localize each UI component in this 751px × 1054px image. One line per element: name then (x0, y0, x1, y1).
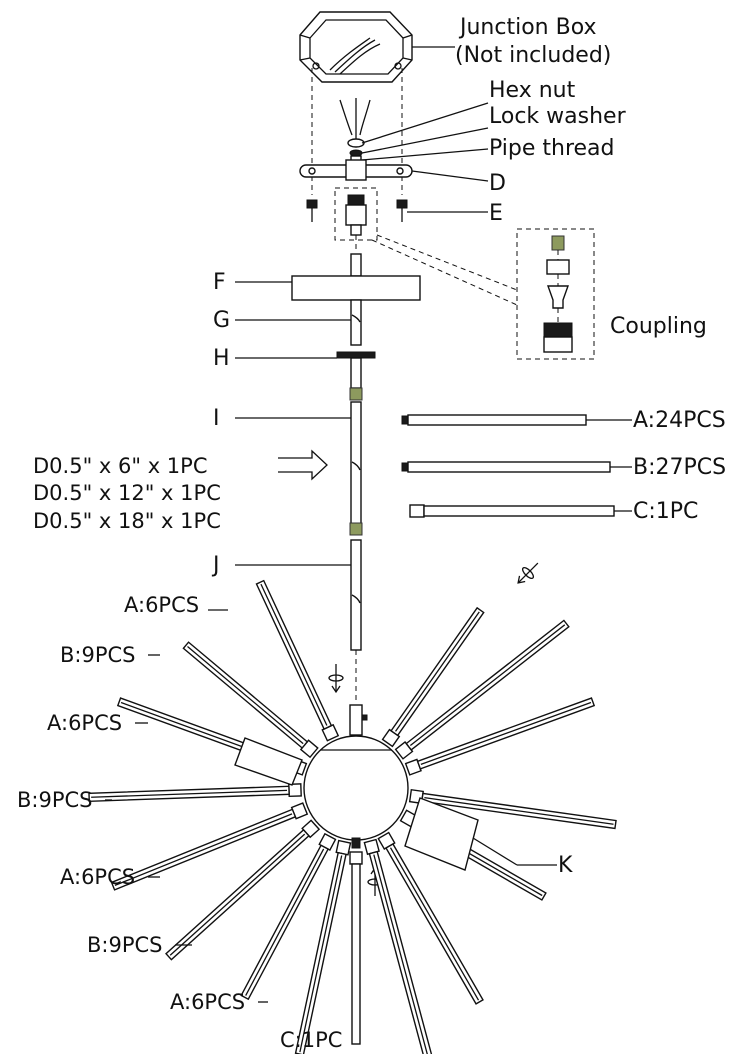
label-sphere-left-3: A:6PCS (47, 711, 122, 735)
label-rod-a: A:24PCS (633, 408, 726, 433)
coupling-detail (516, 228, 595, 360)
sphere-rod (394, 619, 570, 760)
label-sphere-left-4: B:9PCS (17, 788, 93, 812)
component-k (404, 797, 557, 871)
crossbar-d (299, 159, 489, 182)
label-hex-nut: Hex nut (489, 78, 576, 103)
component-k-left (234, 737, 303, 786)
coupling-small (334, 187, 378, 241)
label-sphere-left-2: B:9PCS (60, 643, 136, 667)
label-not-included: (Not included) (455, 43, 611, 68)
label-f: F (213, 270, 226, 295)
label-leaders (105, 609, 268, 1003)
label-junction-box: Junction Box (458, 15, 597, 40)
rod-j (235, 539, 362, 651)
label-e: E (489, 201, 503, 226)
label-i: I (213, 406, 220, 431)
label-rod-size-1: D0.5" x 6" x 1PC (33, 454, 208, 478)
sphere-rod (294, 839, 352, 1054)
rod-g (235, 299, 362, 346)
canopy-f (235, 253, 421, 301)
sphere-center (303, 704, 409, 1045)
label-j: J (211, 553, 220, 578)
label-coupling: Coupling (610, 314, 707, 339)
sphere-rod (165, 819, 321, 961)
loose-rods (401, 414, 632, 518)
rod-i (235, 387, 363, 536)
label-d: D (489, 171, 506, 196)
label-sphere-left-5: A:6PCS (60, 865, 135, 889)
sphere-rod (404, 697, 596, 776)
label-pipe-thread: Pipe thread (489, 136, 615, 161)
label-sphere-left-7: A:6PCS (170, 990, 245, 1014)
sphere-rod (240, 832, 337, 1001)
wires-and-nut (339, 98, 489, 165)
sphere-rod (182, 641, 319, 759)
sphere-rod (88, 783, 302, 803)
sphere-rod (377, 831, 484, 1005)
ring-h (235, 351, 376, 389)
label-rod-b: B:27PCS (633, 455, 726, 480)
label-sphere-bottom: C:1PC (280, 1028, 342, 1052)
label-g: G (213, 308, 230, 333)
label-sphere-left-1: A:6PCS (124, 593, 199, 617)
label-lock-washer: Lock washer (489, 104, 627, 129)
sphere-rod (255, 579, 340, 742)
sphere-rod (381, 606, 485, 748)
junction-box (299, 11, 455, 83)
sphere-rod (110, 802, 309, 891)
coupling-callout-line-1 (376, 234, 518, 291)
label-rod-size-3: D0.5" x 18" x 1PC (33, 509, 221, 533)
label-k: K (558, 853, 573, 878)
label-sphere-left-6: B:9PCS (87, 933, 163, 957)
label-rod-size-2: D0.5" x 12" x 1PC (33, 481, 221, 505)
label-rod-c: C:1PC (633, 499, 698, 524)
sphere-rod (363, 838, 434, 1054)
rotate-arrow-icons (328, 562, 539, 896)
size-arrow (278, 449, 328, 481)
screws-e (306, 199, 488, 222)
label-h: H (213, 346, 230, 371)
